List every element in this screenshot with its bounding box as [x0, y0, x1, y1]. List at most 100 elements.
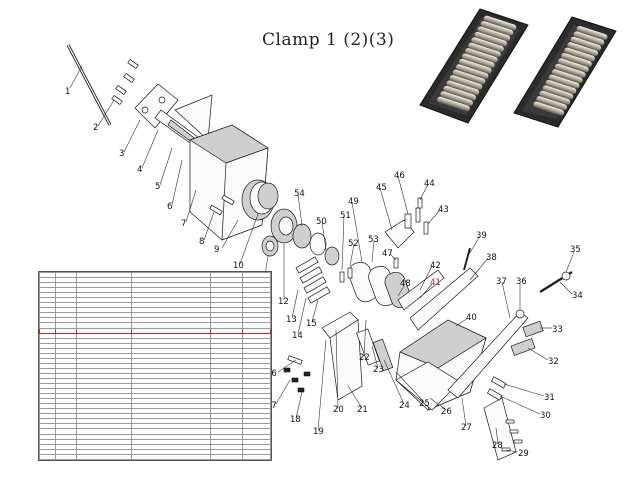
callout-4: 4	[137, 165, 142, 175]
part-52-pin	[347, 267, 353, 279]
callout-36: 36	[516, 277, 527, 287]
table-row	[39, 443, 271, 450]
roller	[558, 58, 589, 73]
bom-grid	[39, 272, 271, 460]
part-8-bolt	[209, 204, 223, 216]
callout-23: 23	[373, 365, 384, 375]
roller	[539, 90, 571, 105]
table-row	[39, 458, 271, 460]
callout-19: 19	[313, 427, 324, 437]
roller	[573, 31, 605, 46]
callout-44: 44	[424, 179, 435, 189]
table-cell	[131, 458, 211, 460]
table-row	[39, 418, 271, 425]
table-cell	[209, 458, 244, 460]
roller	[458, 58, 492, 74]
callout-34: 34	[572, 291, 583, 301]
part-44-screw	[417, 197, 423, 209]
roller	[545, 79, 577, 95]
roller	[437, 96, 470, 112]
callout-8: 8	[199, 237, 204, 247]
callout-26: 26	[441, 407, 452, 417]
roller	[471, 37, 504, 52]
roller-cage-photo	[419, 8, 617, 128]
roller	[536, 96, 568, 111]
callout-32: 32	[548, 357, 559, 367]
callout-43: 43	[438, 205, 449, 215]
part-38-arm	[409, 267, 479, 331]
callout-30: 30	[540, 411, 551, 421]
callout-49: 49	[348, 197, 359, 207]
callout-21: 21	[357, 405, 368, 415]
part-23-rod	[356, 328, 380, 366]
leader-lines	[69, 65, 575, 453]
table-cell	[75, 458, 133, 460]
roller	[483, 15, 517, 31]
table-cell	[39, 458, 57, 460]
part-32-block	[510, 338, 536, 356]
part-bracket	[174, 94, 213, 141]
callout-38: 38	[486, 253, 497, 263]
callout-2: 2	[93, 123, 98, 133]
roller	[440, 91, 473, 106]
callout-35: 35	[570, 245, 581, 255]
callout-1: 1	[65, 87, 70, 97]
callout-37: 37	[496, 277, 507, 287]
part-31-bolt	[490, 376, 507, 389]
part-14-rollers	[295, 256, 331, 304]
parts-group	[66, 44, 573, 461]
roller	[561, 52, 592, 68]
table-cell	[242, 458, 271, 460]
callout-15: 15	[306, 319, 317, 329]
part-54-disc	[292, 223, 312, 249]
roller	[443, 85, 477, 101]
callout-50: 50	[316, 217, 327, 227]
part-30-bolt	[486, 388, 503, 401]
part-3-flange	[134, 83, 179, 129]
roller	[554, 63, 586, 78]
callout-labels: 1 2 3 4 5 6 7 8 9 10 11 12 13 14 15 16 1…	[65, 87, 583, 459]
roller	[564, 47, 595, 62]
part-21-bracket	[329, 319, 363, 401]
callout-52: 52	[348, 239, 359, 249]
roller	[576, 25, 608, 41]
callout-51: 51	[340, 211, 351, 221]
part-51-pin	[339, 271, 345, 283]
roller	[461, 53, 495, 69]
callout-45: 45	[376, 183, 387, 193]
callout-48: 48	[400, 279, 411, 289]
callout-24: 24	[399, 401, 410, 411]
callout-7: 7	[181, 219, 186, 229]
callout-27: 27	[461, 423, 472, 433]
roller	[548, 74, 580, 89]
callout-14: 14	[292, 331, 303, 341]
roller	[551, 69, 583, 84]
part-29-screws	[501, 419, 523, 452]
roller	[542, 85, 574, 100]
bill-of-materials-table	[38, 271, 272, 461]
roller	[533, 101, 564, 116]
part-43-screw	[423, 221, 429, 235]
callout-46: 46	[394, 171, 405, 181]
table-cell	[55, 458, 77, 460]
roller	[468, 42, 501, 58]
roller	[480, 21, 514, 36]
callout-42: 42	[430, 261, 441, 271]
callout-6: 6	[167, 202, 172, 212]
callout-12: 12	[278, 297, 289, 307]
roller	[477, 26, 511, 42]
part-17-nuts	[283, 367, 311, 393]
roller	[474, 31, 508, 47]
table-row	[39, 277, 271, 284]
callout-9: 9	[214, 245, 219, 255]
roller	[449, 75, 483, 90]
table-row	[39, 357, 271, 364]
callout-41: 41	[430, 278, 441, 288]
roller	[570, 36, 602, 51]
part-10-gear	[241, 179, 279, 221]
part-2-screws	[111, 59, 139, 105]
callout-13: 13	[286, 315, 297, 325]
callout-20: 20	[333, 405, 344, 415]
callout-40: 40	[466, 313, 477, 323]
